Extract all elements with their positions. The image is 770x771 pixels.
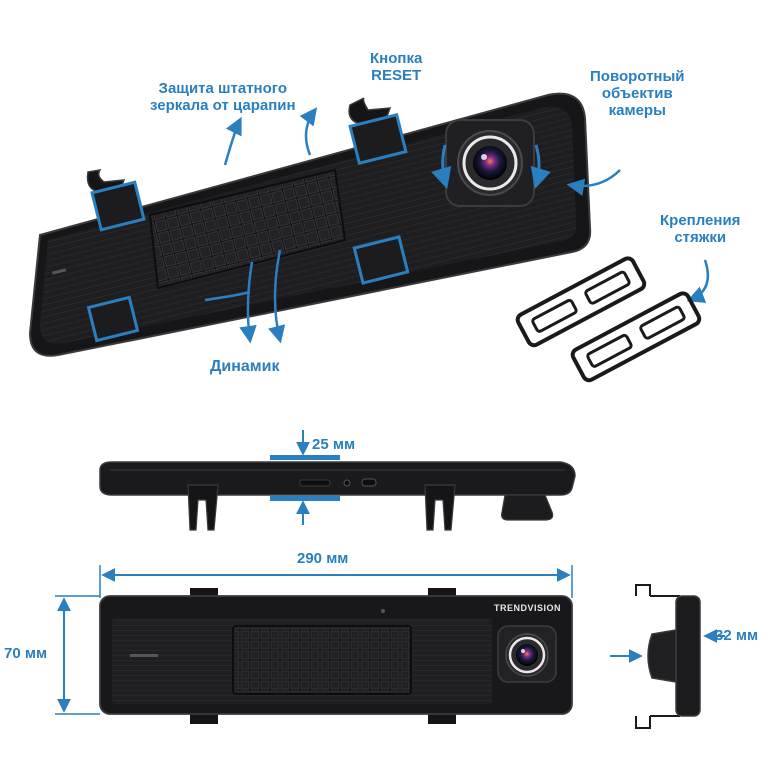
mirror-front-view	[55, 565, 573, 724]
front-camera-lens	[516, 644, 538, 666]
label-speaker: Динамик	[210, 358, 279, 375]
front-speaker-grille	[232, 625, 412, 695]
strap-mount-1	[515, 256, 647, 348]
camera-lens	[473, 146, 507, 180]
mirror-perspective-view	[28, 92, 710, 357]
mirror-top-view	[99, 430, 576, 531]
dimension-lens-depth: 32 мм	[715, 627, 759, 644]
top-view-body	[99, 461, 576, 496]
protective-pad-3	[352, 235, 410, 285]
strap-mounts	[515, 256, 702, 383]
mirror-side-view	[610, 584, 725, 729]
speaker-grille	[148, 168, 347, 290]
label-speaker-text: Динамик	[210, 358, 280, 375]
protective-pad-4	[86, 295, 140, 343]
strap-mount-2	[570, 291, 702, 383]
dimension-height: 70 мм	[4, 645, 48, 662]
protective-pad-2	[348, 112, 408, 166]
brand-logo-text: TRENDVISION	[494, 603, 562, 613]
dimension-thickness: 25 мм	[312, 436, 356, 453]
side-camera-knob	[647, 629, 677, 683]
dimension-length: 290 мм	[297, 550, 349, 567]
side-view-body	[675, 595, 701, 717]
protective-pad-1	[90, 180, 146, 232]
